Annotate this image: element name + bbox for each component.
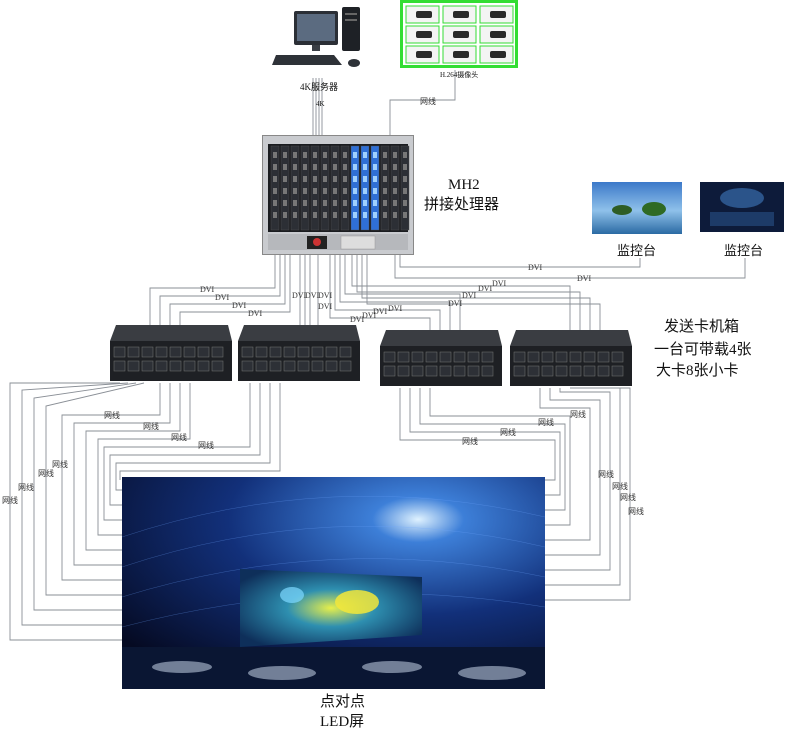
cable [61,383,161,581]
splicing-processor [262,135,414,255]
cable-label: 网线 [620,492,636,502]
cable-label: 网线 [598,469,614,479]
processor-name: 拼接处理器 [424,197,500,213]
cable-label: 网线 [18,482,34,492]
cable-label: 网线 [104,410,120,420]
cable [399,253,641,268]
cable-label: DVI [478,284,493,293]
cable [539,388,591,541]
cable [334,253,441,330]
cable-label: DVI [462,291,477,300]
cable-label: 网线 [538,417,554,427]
cable [179,253,291,325]
cable [45,382,145,596]
monitor-2-label: 监控台 [724,243,764,258]
cable-label: 网线 [462,436,478,446]
cable [366,253,601,330]
cable [545,388,611,571]
cable [545,387,631,601]
sender-box-desc-line3: 大卡8张小卡 [656,363,739,379]
monitor-1-display [592,182,682,234]
cable [119,383,281,480]
cable [115,383,271,491]
cable-label: 网线 [143,421,159,431]
cable [73,383,171,566]
camera-grid [400,0,518,68]
cable-label: DVI [232,301,247,310]
cable [85,383,181,551]
cable [149,253,276,325]
cable-label: 网线 [52,459,68,469]
cable [33,382,137,611]
cable [9,382,122,641]
sender-box-desc-line2: 一台可带载4张 [654,342,752,358]
cable-label: DVI [362,311,377,320]
cable-label: 网线 [628,506,644,516]
cable-label: DVI [200,285,215,294]
screen-label-line2: LED屏 [320,714,365,730]
sender-box-1 [110,325,232,383]
cable [103,383,251,521]
cable-label: DVI [448,299,463,308]
cable [394,253,746,279]
cable-label: DVI [305,291,320,300]
sender-box-3 [380,330,502,388]
cable [351,253,571,330]
cable-label: DVI [318,302,333,311]
cable-label: 网线 [570,409,586,419]
cable [429,388,571,526]
cable [361,253,591,330]
cable [409,388,561,496]
cable [169,253,286,325]
cable [97,383,191,536]
sender-box-4 [510,330,632,388]
cable-label: 网线 [612,481,628,491]
cable-label: DVI [292,291,307,300]
server-label: 4K服务器 [300,82,338,92]
computer-icon [272,7,360,67]
cable [339,253,451,330]
cable-label: DVI [373,307,388,316]
cable [21,382,129,626]
cable [399,388,556,481]
cable-label: 网线 [2,495,18,505]
cable-label: DVI [388,304,403,313]
sender-box-2 [238,325,360,383]
cable-label: DVI [577,274,592,283]
cable-label: DVI [492,279,507,288]
cable-label: DVI [528,263,543,272]
cable-label: 网线 [38,468,54,478]
camera-label: H.264摄像头 [440,71,479,79]
cable [159,253,281,325]
cable-label: DVI [318,291,333,300]
cable [419,388,566,511]
cable [356,253,581,330]
cable [329,253,431,330]
led-screen [122,477,545,689]
monitor-2-display [700,182,784,232]
server-link-label: 4K [316,100,325,108]
sender-box-desc-line1: 发送卡机箱 [664,319,740,335]
cable-label: 网线 [171,432,187,442]
cable [545,388,601,556]
cable-label: 网线 [198,440,214,450]
cable-label: 网线 [420,96,436,106]
cable [109,383,261,506]
cable-label: DVI [248,309,263,318]
cable-label: DVI [350,315,365,324]
screen-label-line1: 点对点 [320,694,366,710]
cable-label: 网线 [500,427,516,437]
cable [344,253,461,330]
monitor-1-label: 监控台 [617,243,657,258]
cable-label: DVI [215,293,230,302]
cable [389,70,456,135]
processor-model: MH2 [448,177,480,193]
